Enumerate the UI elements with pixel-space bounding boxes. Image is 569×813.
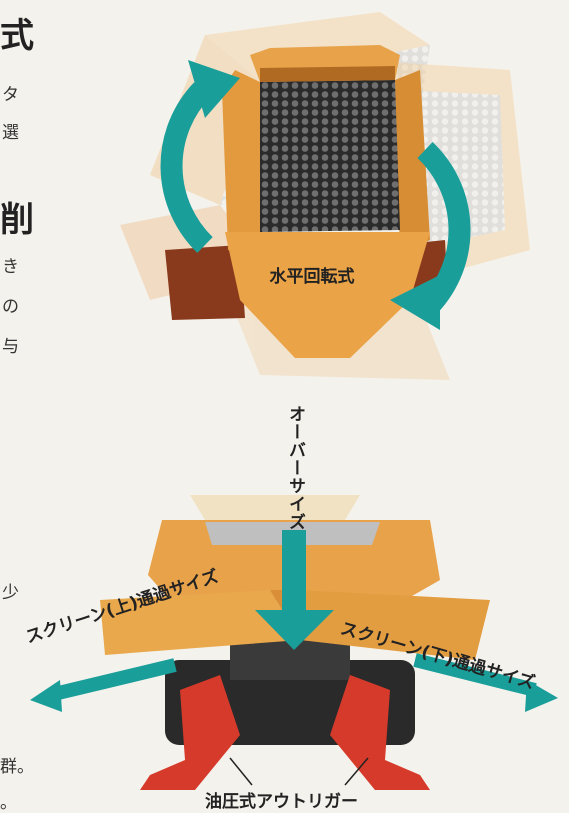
- cutoff-line-7: 群。: [0, 757, 34, 777]
- upper-pass-arrow-icon: [48, 658, 177, 702]
- hydraulic-outrigger-label: 油圧式アウトリガー: [205, 792, 358, 812]
- rotate-arrow-left-icon: [160, 82, 213, 253]
- oversize-label: オーバーサイズ: [285, 405, 305, 531]
- bucket-right-wall: [395, 70, 430, 255]
- left-chute: [100, 590, 300, 655]
- rotate-arrow-right-icon: [417, 142, 471, 313]
- cutoff-line-1: タ: [2, 85, 19, 105]
- cutoff-line-4: の: [2, 297, 19, 317]
- bucket-front-plate: [225, 232, 430, 358]
- oversize-arrow-head-icon: [255, 610, 334, 650]
- bucket-lid: [190, 495, 360, 520]
- machine-front-illustration: [30, 495, 558, 790]
- track-body: [230, 640, 350, 680]
- rotating-bucket-illustration: [120, 12, 530, 380]
- right-chute: [300, 590, 490, 660]
- cutoff-line-5: 与: [2, 337, 19, 357]
- cutoff-line-3: き: [2, 257, 19, 277]
- outrigger-leader-right: [344, 757, 369, 786]
- rotating-type-label: 水平回転式: [269, 267, 355, 287]
- cutoff-line-2: 選: [2, 123, 19, 143]
- right-outrigger: [330, 675, 430, 790]
- rotate-arrow-right-head-icon: [390, 275, 440, 330]
- cutoff-heading-2: 削: [0, 200, 34, 240]
- left-outrigger: [140, 675, 240, 790]
- cutoff-line-6: 少: [2, 583, 19, 603]
- oversize-arrow-shaft-icon: [282, 530, 306, 620]
- cutoff-heading-1: 式: [0, 16, 34, 56]
- rotate-arrow-left-head-icon: [188, 60, 240, 118]
- lower-pass-arrow-icon: [413, 653, 537, 697]
- bucket-back-lip: [260, 66, 395, 82]
- bucket-left-wall: [222, 70, 260, 260]
- left-side-box: [165, 245, 245, 320]
- outrigger-leader-left: [229, 757, 253, 786]
- bucket-mesh-screen: [260, 80, 400, 232]
